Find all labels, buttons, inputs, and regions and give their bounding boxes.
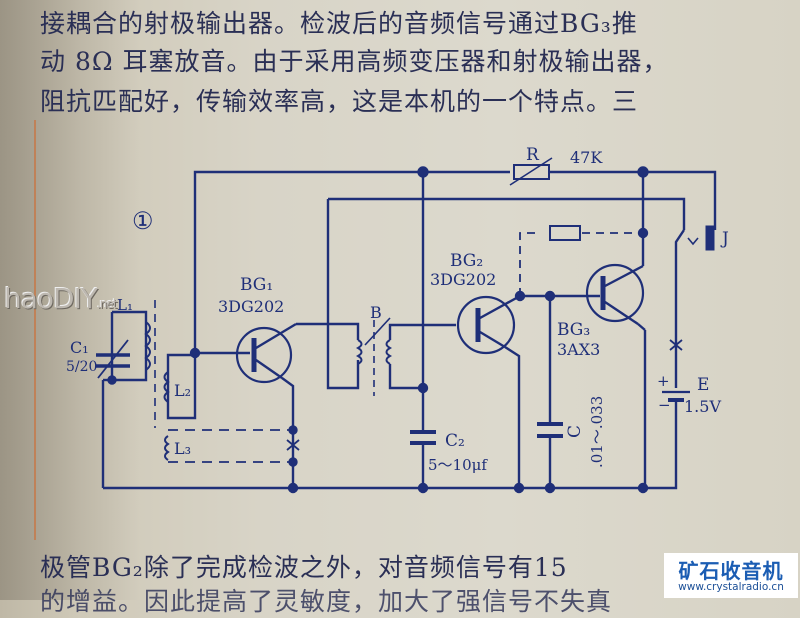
label-bg3-model: 3AX3 (557, 340, 600, 359)
label-bg1-model: 3DG202 (218, 297, 284, 316)
watermark-main: haoDIY (4, 282, 98, 315)
label-e-minus: − (658, 396, 671, 414)
page-shadow (0, 0, 140, 600)
label-r: R (526, 145, 540, 165)
label-c2-value: 5～10μf (428, 456, 488, 474)
label-l3: L₃ (174, 439, 191, 458)
label-c: C (565, 425, 585, 438)
label-j: J (720, 229, 729, 249)
text-line-3: 阻抗匹配好，传输效率高，这是本机的一个特点。三 (40, 87, 639, 116)
label-c-value: .01～.033 (588, 396, 606, 468)
label-bg2-model: 3DG202 (430, 270, 496, 289)
label-bg3: BG₃ (557, 320, 590, 340)
watermark: haoDIY.net (4, 282, 117, 315)
label-r-value: 47K (570, 148, 603, 167)
label-e-plus: + (657, 372, 670, 390)
watermark-suffix: .net (96, 297, 117, 311)
badge-title: 矿石收音机 (678, 559, 784, 583)
label-l1: L₁ (117, 296, 133, 314)
circuit-labels: ① L₁ C₁ 5/20 L₂ L₃ BG₁ 3DG202 B BG₂ 3DG2… (66, 145, 729, 474)
label-bg1: BG₁ (240, 275, 273, 295)
label-c1: C₁ (70, 338, 89, 357)
figure-number: ① (132, 207, 154, 235)
label-bg2: BG₂ (450, 251, 483, 271)
label-c2: C₂ (445, 431, 465, 451)
text-line-1: 接耦合的射极输出器。检波后的音频信号通过BG₃推 (40, 9, 638, 38)
circuit-diagram (96, 157, 717, 494)
text-line-2: 动 8Ω 耳塞放音。由于采用高频变压器和射极输出器， (40, 47, 669, 76)
text-line-4: 极管BG₂除了完成检波之外，对音频信号有15 (40, 553, 568, 582)
label-e-value: 1.5V (684, 397, 721, 416)
label-e: E (697, 375, 709, 395)
label-b: B (370, 303, 382, 322)
label-c1-value: 5/20 (66, 359, 97, 375)
site-badge: 矿石收音机 www.crystalradio.cn (664, 553, 798, 598)
margin-line (34, 120, 36, 540)
badge-url: www.crystalradio.cn (678, 581, 784, 593)
label-l2: L₂ (174, 381, 191, 400)
